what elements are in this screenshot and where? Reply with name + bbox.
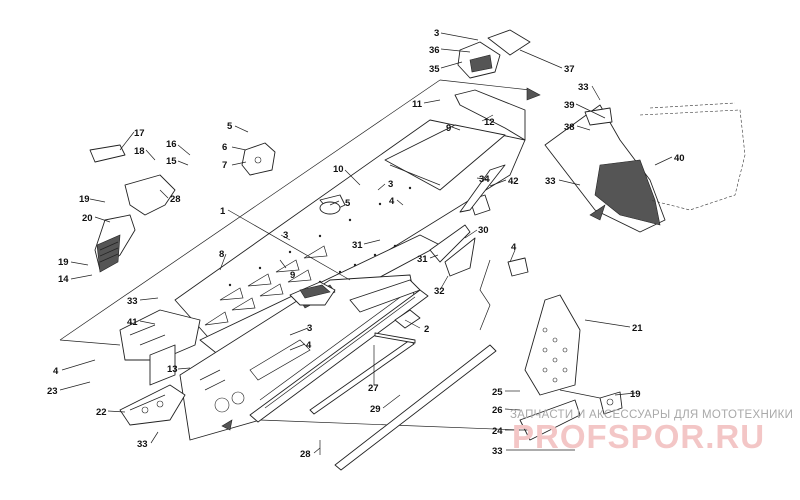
callout-9: 9 — [290, 270, 295, 281]
callout-22: 22 — [96, 407, 107, 418]
callout-4c: 4 — [306, 340, 312, 351]
rear-bumper-parts — [454, 29, 541, 216]
callout-33b: 33 — [137, 439, 148, 450]
callout-32: 32 — [434, 286, 445, 297]
callout-1: 1 — [220, 206, 226, 217]
callout-15: 15 — [166, 156, 177, 167]
callout-4d: 4 — [53, 366, 59, 377]
part-34-strip — [459, 164, 506, 213]
callout-3d: 3 — [307, 323, 312, 334]
callout-14: 14 — [58, 274, 69, 285]
callout-29: 29 — [370, 404, 381, 415]
leader-lines — [59, 32, 673, 454]
callout-33d: 33 — [545, 176, 556, 187]
callout-35: 35 — [429, 64, 440, 75]
watermark-caption: ЗАПЧАСТИ И АКСЕССУАРЫ ДЛЯ МОТОТЕХНИКИ — [510, 409, 793, 421]
callout-30: 30 — [478, 225, 489, 236]
callout-2: 2 — [424, 324, 429, 335]
callout-7: 7 — [222, 160, 227, 171]
watermark-logo: PROFSPOR.RU — [512, 418, 765, 455]
callout-20: 20 — [82, 213, 93, 224]
callout-12: 12 — [484, 117, 495, 128]
callout-9b: 9 — [446, 123, 451, 134]
part-17-cap — [89, 144, 126, 163]
callout-3c: 3 — [283, 230, 288, 241]
part-22-plate — [119, 384, 186, 426]
part-28-strap — [124, 174, 176, 216]
part-20-bracket — [94, 214, 136, 273]
footrest-right — [519, 294, 623, 441]
callout-27: 27 — [368, 383, 379, 394]
rear-bumper-40 — [544, 102, 746, 233]
callout-8: 8 — [219, 249, 224, 260]
callout-5: 5 — [227, 121, 233, 132]
callout-13: 13 — [167, 364, 178, 375]
callout-25: 25 — [492, 387, 503, 398]
callout-33c: 33 — [492, 446, 503, 457]
callout-19: 19 — [79, 194, 90, 205]
callout-28b: 28 — [300, 449, 311, 460]
callout-16: 16 — [166, 139, 177, 150]
running-board — [249, 279, 429, 423]
callout-39: 39 — [564, 100, 575, 111]
callout-34: 34 — [479, 174, 490, 185]
callout-10: 10 — [333, 164, 344, 175]
part-30-32 — [429, 224, 529, 331]
callout-19c: 19 — [630, 389, 641, 400]
callout-41: 41 — [127, 317, 138, 328]
callout-33: 33 — [127, 296, 138, 307]
callout-26: 26 — [492, 405, 503, 416]
callout-4b: 4 — [511, 242, 517, 253]
callout-40: 40 — [674, 153, 685, 164]
callout-33e: 33 — [578, 82, 589, 93]
watermark: ЗАПЧАСТИ И АКСЕССУАРЫ ДЛЯ МОТОТЕХНИКИ PR… — [510, 409, 793, 455]
callout-21: 21 — [632, 323, 643, 334]
callout-19b: 19 — [58, 257, 69, 268]
callout-17: 17 — [134, 128, 145, 139]
callout-42: 42 — [508, 176, 519, 187]
part-5-grommet — [319, 201, 341, 215]
part-6-bracket — [241, 142, 276, 176]
bracket-2 — [394, 309, 421, 329]
callout-24: 24 — [492, 426, 503, 437]
callout-3: 3 — [434, 28, 439, 39]
callout-38: 38 — [564, 122, 575, 133]
callout-labels: 1 2 3 3 3 3 4 4 4 4 5 5 6 7 8 9 9 10 11 … — [47, 28, 685, 460]
rear-bracket-left — [119, 309, 201, 386]
callout-11: 11 — [412, 99, 423, 110]
callout-37: 37 — [564, 64, 575, 75]
cross-rods — [309, 332, 497, 471]
callout-31: 31 — [352, 240, 363, 251]
callout-5b: 5 — [345, 198, 351, 209]
callout-36: 36 — [429, 45, 440, 56]
callout-23: 23 — [47, 386, 58, 397]
callout-3b: 3 — [388, 179, 393, 190]
callout-31b: 31 — [417, 254, 428, 265]
callout-6: 6 — [222, 142, 227, 153]
callout-4: 4 — [389, 196, 395, 207]
callout-18: 18 — [134, 146, 145, 157]
callout-28: 28 — [170, 194, 181, 205]
